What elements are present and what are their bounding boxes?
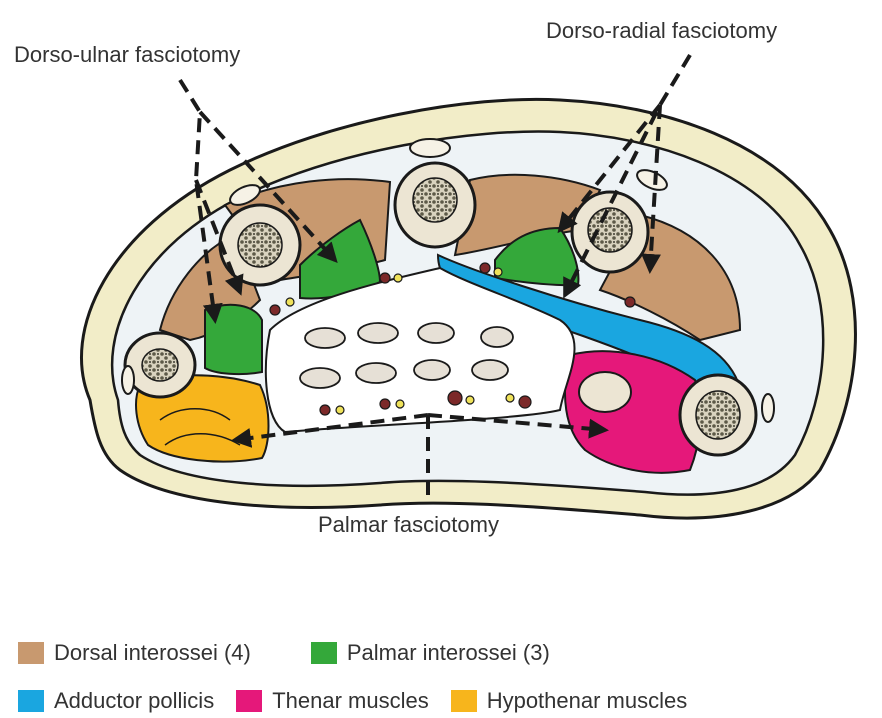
legend-item-hypothenar-muscles: Hypothenar muscles: [451, 688, 688, 714]
legend-item-adductor-pollicis: Adductor pollicis: [18, 688, 214, 714]
legend-item-palmar-interossei: Palmar interossei (3): [311, 640, 550, 666]
legend-item-thenar-muscles: Thenar muscles: [236, 688, 429, 714]
legend-label: Hypothenar muscles: [487, 688, 688, 714]
label-dorso-radial: Dorso-radial fasciotomy: [546, 18, 777, 44]
legend-label: Adductor pollicis: [54, 688, 214, 714]
cross-section-illustration: [0, 0, 882, 600]
swatch-palmar-interossei: [311, 642, 337, 664]
legend-row-1: Dorsal interossei (4) Palmar interossei …: [18, 640, 572, 666]
swatch-adductor-pollicis: [18, 690, 44, 712]
legend-label: Dorsal interossei (4): [54, 640, 251, 666]
legend-row-2: Adductor pollicis Thenar muscles Hypothe…: [18, 688, 709, 714]
swatch-hypothenar-muscles: [451, 690, 477, 712]
legend-item-dorsal-interossei: Dorsal interossei (4): [18, 640, 251, 666]
legend-label: Palmar interossei (3): [347, 640, 550, 666]
legend-label: Thenar muscles: [272, 688, 429, 714]
swatch-thenar-muscles: [236, 690, 262, 712]
thenar-sesamoid: [579, 372, 631, 412]
swatch-dorsal-interossei: [18, 642, 44, 664]
label-palmar: Palmar fasciotomy: [318, 512, 499, 538]
label-dorso-ulnar: Dorso-ulnar fasciotomy: [14, 42, 240, 68]
